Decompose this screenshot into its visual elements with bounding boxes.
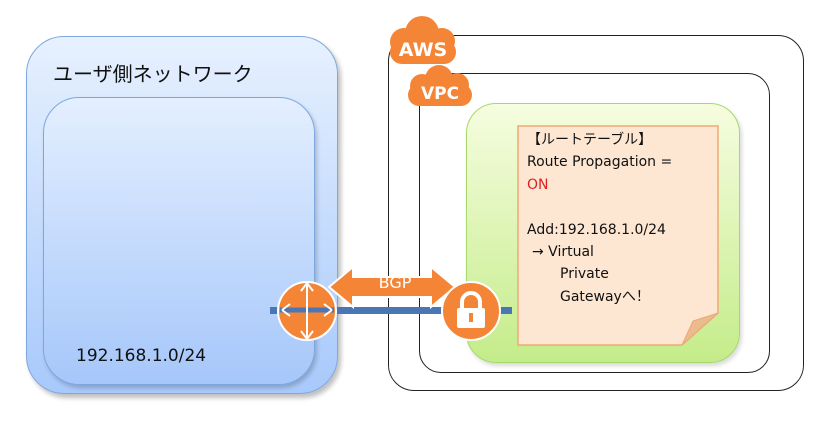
route-table-heading: 【ルートテーブル】 (527, 132, 653, 148)
user-network-title: ユーザ側ネットワーク (53, 62, 253, 86)
aws-boundary (388, 35, 804, 391)
connection-line (270, 307, 512, 314)
route-propagation-line: Route Propagation = (527, 154, 673, 171)
route-target-line-2: Private (560, 266, 609, 283)
router-icon (277, 281, 337, 341)
aws-label: AWS (399, 39, 448, 61)
route-target-line-1: → Virtual (532, 243, 594, 260)
route-table-text: 【ルートテーブル】 Route Propagation = ON Add:192… (527, 129, 672, 308)
vpc-boundary (419, 73, 770, 373)
route-table-note (517, 125, 719, 346)
vpc-cloud-icon: VPC (408, 65, 472, 106)
vpc-label: VPC (421, 84, 459, 104)
user-network-inner-box (43, 97, 315, 385)
route-table-blank-line (527, 196, 672, 218)
lock-icon (441, 281, 501, 341)
aws-cloud-icon: AWS (390, 16, 456, 64)
route-target-line-3: Gatewayへ！ (560, 288, 650, 305)
route-add-line: Add:192.168.1.0/24 (527, 221, 666, 238)
bgp-label: BGP (378, 273, 412, 292)
user-subnet-label: 192.168.1.0/24 (76, 346, 207, 366)
route-propagation-value: ON (527, 176, 549, 193)
